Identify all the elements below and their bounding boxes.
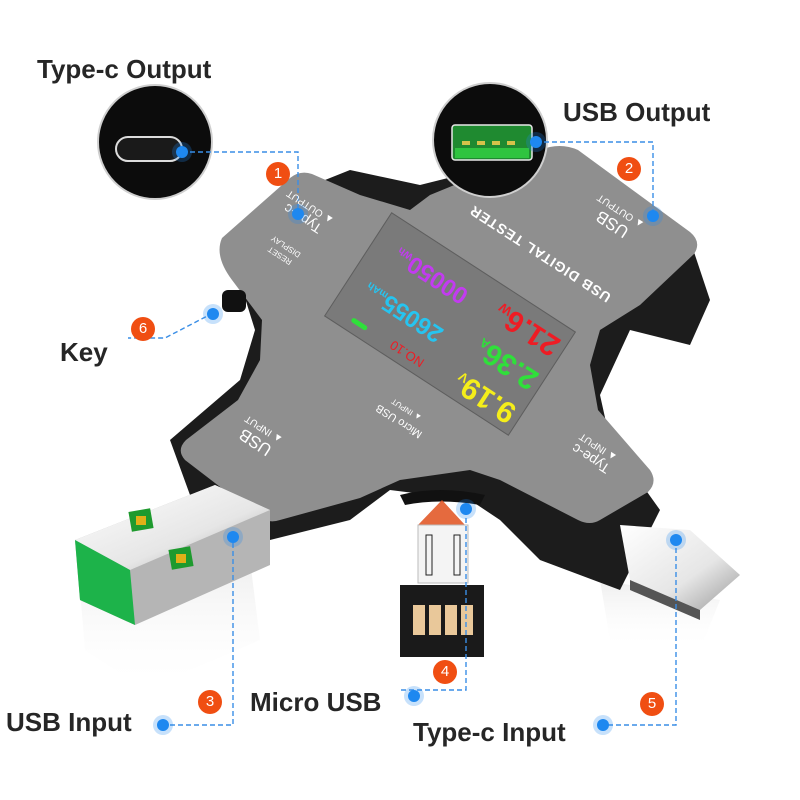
key-button[interactable] [222,290,246,312]
label-typec-input: Type-c Input [413,717,566,747]
micro-usb-adapter [400,490,485,657]
label-key: Key [60,337,108,367]
badge-1: 1 [266,162,290,186]
leader-dot-typec-output-port [292,208,304,220]
badge-4: 4 [433,660,457,684]
usb-a-plug [75,485,270,625]
leader-dot-usb-input-label [157,719,169,731]
leader-dot-micro-usb-label [408,690,420,702]
typec-plug [620,525,740,620]
leader-dot-typec-input [670,534,682,546]
leader-dot-micro-usb [460,503,472,515]
leader-dot-usb-input [227,531,239,543]
leader-lines [128,141,677,726]
badge-2: 2 [617,157,641,181]
capacity-value: 26055 [377,288,449,348]
label-usb-input: USB Input [6,707,132,737]
label-typec-output: Type-c Output [37,54,212,84]
leader-dot-usb-output [530,136,542,148]
badge-6: 6 [131,317,155,341]
leader-dot-typec-input-label [597,719,609,731]
battery-indicator [350,317,369,332]
leader-dot-typec-output [176,146,188,158]
time-value: 00050 [402,250,474,310]
usb-output-zoom [432,82,548,198]
badge-3: 3 [198,690,222,714]
leader-dot-usb-output-port [647,210,659,222]
label-usb-output: USB Output [563,97,711,127]
label-micro-usb: Micro USB [250,687,382,717]
leader-dot-key [207,308,219,320]
badge-5: 5 [640,692,664,716]
typec-output-zoom [97,84,213,200]
